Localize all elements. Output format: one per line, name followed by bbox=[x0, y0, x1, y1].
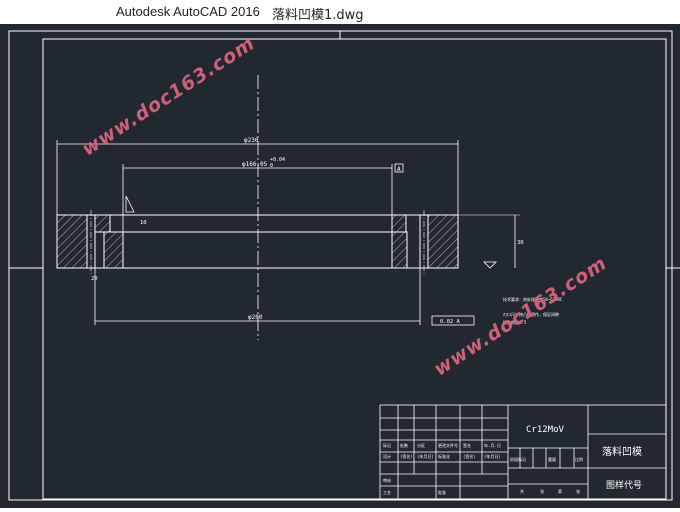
dim-inner-tol-lower: 0 bbox=[270, 163, 273, 169]
dim-height-label: 30 bbox=[517, 240, 524, 246]
tb-row2-c6: (年月日) bbox=[484, 453, 501, 459]
tb-row1-c3: 分区 bbox=[417, 442, 425, 448]
inner-frame bbox=[42, 38, 667, 500]
dim-small-label: 20 bbox=[91, 276, 98, 282]
feature-control-label: 0.02 A bbox=[440, 319, 461, 325]
roughness-symbol-left bbox=[125, 195, 135, 213]
drawing-canvas[interactable]: φ230 φ166.05 +0.04 0 A φ200 0.02 A 20 10… bbox=[0, 24, 680, 508]
tb-stage-2: 重量 bbox=[548, 456, 556, 462]
datum-box bbox=[394, 163, 404, 173]
material-label: Cr12MoV bbox=[526, 425, 565, 435]
roughness-symbol bbox=[483, 261, 497, 269]
file-title: 落料凹模1.dwg bbox=[272, 8, 364, 23]
tb-footer-4: 张 bbox=[576, 488, 580, 494]
tb-row1-c5: 签名 bbox=[463, 442, 471, 448]
tb-row3-c1: 审核 bbox=[383, 477, 391, 483]
dim-outer-label: φ230 bbox=[244, 137, 259, 144]
dim-bottom-label: φ200 bbox=[248, 314, 263, 321]
tb-footer-1: 共 bbox=[520, 488, 524, 494]
part-name-label: 落料凹模 bbox=[602, 445, 642, 458]
dim-inner-label: φ166.05 bbox=[242, 161, 268, 168]
dim-inner-tol-upper: +0.04 bbox=[270, 157, 285, 163]
title-block-labels: 标记 处数 分区 更改文件号 签名 年.月.日 设计 (签名) (年月日) 标准… bbox=[383, 442, 583, 495]
tb-stage-3: 比例 bbox=[575, 456, 583, 462]
title-bar: Autodesk AutoCAD 2016 落料凹模1.dwg bbox=[0, 0, 680, 24]
tech-note-2: 刃口尺寸按凸模配作，保证间隙 bbox=[503, 311, 559, 317]
drawing-code-label: 图样代号 bbox=[606, 479, 642, 491]
app-title: Autodesk AutoCAD 2016 bbox=[116, 4, 260, 19]
tb-row2-c3: (年月日) bbox=[417, 453, 434, 459]
dim-outer bbox=[56, 140, 459, 215]
tb-row1-c6: 年.月.日 bbox=[484, 442, 501, 448]
title-block bbox=[379, 404, 667, 500]
tb-row2-c2: (签名) bbox=[400, 453, 413, 459]
tb-row2-c4: 标准化 bbox=[438, 453, 450, 459]
tech-note-1: 技术要求：热处理硬度58~62HRC bbox=[503, 296, 563, 302]
tb-row1-c1: 标记 bbox=[383, 442, 391, 448]
drawing-svg[interactable]: φ230 φ166.05 +0.04 0 A φ200 0.02 A 20 10… bbox=[0, 24, 680, 508]
tb-row2-c5: (签名) bbox=[463, 453, 476, 459]
tb-footer-3: 第 bbox=[558, 488, 562, 494]
dim-inner bbox=[122, 164, 393, 232]
datum-label: A bbox=[397, 166, 401, 173]
tb-stage-1: 阶段标记 bbox=[510, 456, 526, 462]
feature-control-frame bbox=[431, 315, 475, 326]
tb-row1-c4: 更改文件号 bbox=[438, 442, 458, 448]
tb-row3-c2: 工艺 bbox=[383, 490, 391, 495]
tb-row1-c2: 处数 bbox=[400, 442, 408, 448]
tb-row3-c3: 批准 bbox=[438, 489, 446, 495]
part-section bbox=[56, 210, 459, 275]
dim-bottom bbox=[94, 268, 421, 325]
dim-step-label: 10 bbox=[140, 220, 147, 226]
tb-footer-2: 张 bbox=[540, 488, 544, 494]
tech-note-3: 锐边倒钝0.5 bbox=[503, 319, 527, 325]
tb-row2-c1: 设计 bbox=[383, 453, 391, 459]
